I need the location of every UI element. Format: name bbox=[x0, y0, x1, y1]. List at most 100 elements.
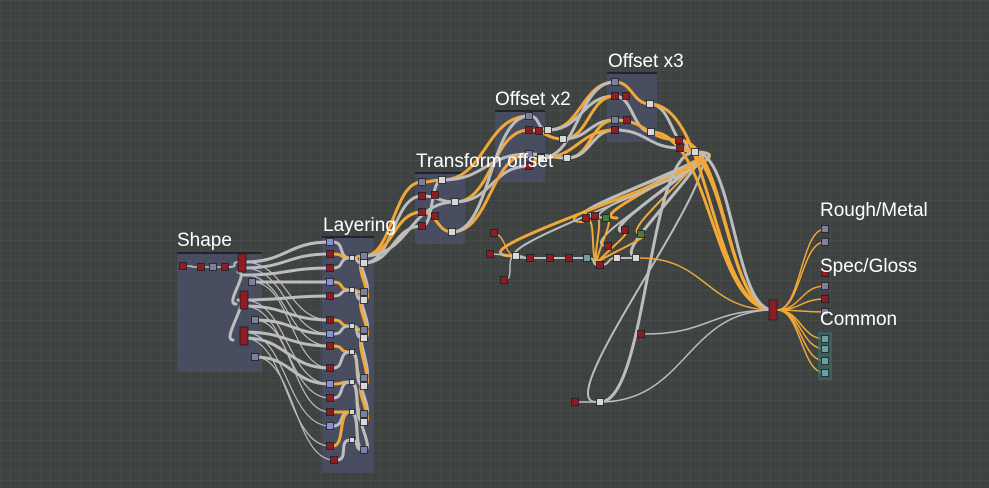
graph-node-85[interactable] bbox=[565, 254, 573, 262]
graph-node-71[interactable] bbox=[676, 144, 684, 152]
graph-node-65[interactable] bbox=[611, 126, 619, 134]
graph-node-62[interactable] bbox=[611, 78, 619, 86]
graph-node-72[interactable] bbox=[691, 148, 699, 156]
graph-node-58[interactable] bbox=[544, 126, 552, 134]
graph-node-99[interactable] bbox=[821, 335, 829, 343]
graph-node-4[interactable] bbox=[237, 253, 247, 273]
graph-node-16[interactable] bbox=[326, 330, 334, 338]
graph-node-55[interactable] bbox=[525, 162, 533, 170]
graph-node-24[interactable] bbox=[330, 456, 338, 464]
graph-node-87[interactable] bbox=[596, 261, 604, 269]
graph-node-33[interactable] bbox=[360, 410, 368, 418]
graph-node-66[interactable] bbox=[622, 92, 630, 100]
graph-node-1[interactable] bbox=[197, 263, 205, 271]
graph-node-5[interactable] bbox=[239, 290, 249, 310]
graph-node-69[interactable] bbox=[647, 128, 655, 136]
graph-node-22[interactable] bbox=[326, 422, 334, 430]
graph-node-31[interactable] bbox=[360, 374, 368, 382]
graph-node-48[interactable] bbox=[431, 212, 439, 220]
frame-shape[interactable] bbox=[177, 252, 262, 372]
graph-node-95[interactable] bbox=[821, 238, 829, 246]
graph-node-9[interactable] bbox=[251, 353, 259, 361]
graph-node-0[interactable] bbox=[179, 262, 187, 270]
graph-node-34[interactable] bbox=[360, 418, 368, 426]
graph-node-86[interactable] bbox=[583, 254, 591, 262]
graph-node-3[interactable] bbox=[221, 263, 229, 271]
graph-node-10[interactable] bbox=[326, 238, 334, 246]
graph-node-43[interactable] bbox=[418, 178, 426, 186]
graph-node-45[interactable] bbox=[418, 208, 426, 216]
graph-node-78[interactable] bbox=[602, 214, 610, 222]
graph-node-12[interactable] bbox=[326, 264, 334, 272]
graph-node-64[interactable] bbox=[611, 116, 619, 124]
graph-node-20[interactable] bbox=[326, 394, 334, 402]
graph-node-49[interactable] bbox=[438, 176, 446, 184]
graph-node-7[interactable] bbox=[248, 278, 256, 286]
graph-node-30[interactable] bbox=[360, 334, 368, 342]
graph-node-73[interactable] bbox=[490, 229, 498, 237]
graph-node-11[interactable] bbox=[326, 250, 334, 258]
graph-node-39[interactable] bbox=[349, 349, 355, 355]
graph-node-90[interactable] bbox=[637, 330, 645, 338]
graph-node-50[interactable] bbox=[451, 198, 459, 206]
graph-node-54[interactable] bbox=[525, 150, 533, 158]
graph-node-96[interactable] bbox=[821, 282, 829, 290]
graph-node-23[interactable] bbox=[326, 442, 334, 450]
graph-node-53[interactable] bbox=[525, 126, 533, 134]
graph-node-70[interactable] bbox=[675, 136, 683, 144]
graph-node-88[interactable] bbox=[613, 254, 621, 262]
graph-node-97[interactable] bbox=[821, 295, 829, 303]
graph-node-27[interactable] bbox=[360, 288, 368, 296]
graph-node-35[interactable] bbox=[360, 446, 368, 454]
graph-node-8[interactable] bbox=[251, 316, 259, 324]
graph-node-2[interactable] bbox=[209, 263, 217, 271]
graph-node-17[interactable] bbox=[326, 342, 334, 350]
graph-node-47[interactable] bbox=[431, 191, 439, 199]
graph-node-80[interactable] bbox=[637, 230, 645, 238]
graph-node-56[interactable] bbox=[535, 127, 543, 135]
graph-node-15[interactable] bbox=[326, 316, 334, 324]
graph-node-14[interactable] bbox=[326, 292, 334, 300]
graph-node-26[interactable] bbox=[360, 259, 368, 267]
graph-node-19[interactable] bbox=[326, 380, 334, 388]
graph-node-68[interactable] bbox=[646, 100, 654, 108]
graph-node-38[interactable] bbox=[349, 323, 355, 329]
graph-node-61[interactable] bbox=[537, 154, 545, 162]
graph-node-101[interactable] bbox=[821, 357, 829, 365]
graph-node-18[interactable] bbox=[326, 364, 334, 372]
graph-node-74[interactable] bbox=[486, 250, 494, 258]
graph-node-44[interactable] bbox=[418, 192, 426, 200]
graph-node-83[interactable] bbox=[526, 254, 534, 262]
graph-node-89[interactable] bbox=[632, 254, 640, 262]
graph-node-28[interactable] bbox=[360, 296, 368, 304]
graph-node-77[interactable] bbox=[591, 212, 599, 220]
graph-node-40[interactable] bbox=[349, 379, 355, 385]
graph-node-63[interactable] bbox=[611, 92, 619, 100]
graph-node-51[interactable] bbox=[448, 228, 456, 236]
graph-node-25[interactable] bbox=[360, 252, 368, 260]
graph-node-100[interactable] bbox=[821, 345, 829, 353]
graph-node-13[interactable] bbox=[326, 278, 334, 286]
common-output-group[interactable] bbox=[818, 332, 832, 380]
graph-node-60[interactable] bbox=[563, 154, 571, 162]
graph-node-91[interactable] bbox=[571, 398, 579, 406]
graph-node-59[interactable] bbox=[559, 135, 567, 143]
graph-node-103[interactable] bbox=[821, 269, 829, 277]
graph-node-81[interactable] bbox=[604, 242, 612, 250]
graph-node-79[interactable] bbox=[621, 226, 629, 234]
graph-node-98[interactable] bbox=[821, 308, 829, 316]
graph-node-21[interactable] bbox=[326, 408, 334, 416]
graph-node-82[interactable] bbox=[512, 252, 520, 260]
graph-node-84[interactable] bbox=[546, 254, 554, 262]
graph-node-93[interactable] bbox=[768, 299, 778, 321]
graph-node-42[interactable] bbox=[349, 437, 355, 443]
graph-node-29[interactable] bbox=[360, 326, 368, 334]
graph-node-76[interactable] bbox=[582, 214, 590, 222]
graph-node-52[interactable] bbox=[525, 112, 533, 120]
graph-node-102[interactable] bbox=[821, 369, 829, 377]
graph-node-67[interactable] bbox=[623, 116, 631, 124]
graph-node-37[interactable] bbox=[349, 287, 355, 293]
graph-node-94[interactable] bbox=[821, 225, 829, 233]
graph-node-36[interactable] bbox=[349, 255, 355, 261]
graph-node-46[interactable] bbox=[418, 222, 426, 230]
